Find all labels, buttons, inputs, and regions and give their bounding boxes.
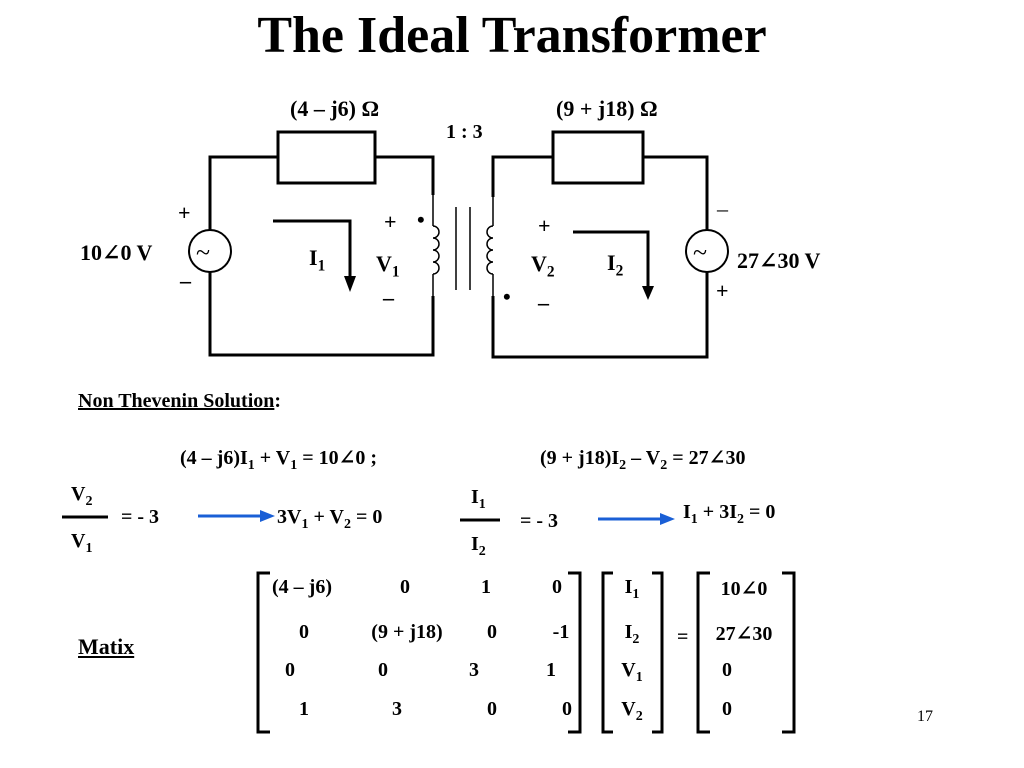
kvl-equation-1: (4 – j6)I1 + V1 = 10∠0 ;	[180, 447, 378, 473]
source-2-label: 27∠30 V	[737, 248, 821, 273]
primary-coil	[432, 195, 440, 296]
matrix-cell-r4-c3: 0	[487, 698, 497, 720]
matrix-cell-r3-c2: 0	[378, 659, 388, 681]
page-number: 17	[917, 708, 933, 725]
rhs-value-4: 0	[722, 698, 732, 720]
unknown-i1: I1	[624, 576, 640, 602]
voltage-1-minus: –	[383, 285, 394, 310]
voltage-2-label: V2	[531, 251, 555, 281]
matrix-cell-r1-c1: (4 – j6)	[272, 576, 332, 598]
rhs-value-1: 10∠0	[720, 578, 768, 600]
voltage-2-plus: +	[538, 213, 551, 238]
voltage-result-equation: 3V1 + V2 = 0	[277, 506, 383, 532]
voltage-ratio-value: = - 3	[121, 506, 160, 528]
blue-arrow-1-head	[260, 510, 275, 522]
source-1-minus: –	[180, 268, 191, 293]
matrix-label: Matix	[78, 634, 135, 659]
impedance-2-box	[551, 130, 645, 185]
rhs-value-3: 0	[722, 659, 732, 681]
source-1-circle	[188, 229, 232, 273]
blue-arrow-2-head	[660, 513, 675, 525]
secondary-dot: •	[503, 284, 511, 309]
current-result-equation: I1 + 3I2 = 0	[683, 501, 776, 527]
kvl-equation-2: (9 + j18)I2 – V2 = 27∠30	[540, 447, 746, 473]
secondary-coil	[486, 197, 494, 296]
source-2-plus: +	[716, 278, 729, 303]
right-loop-wire	[491, 155, 709, 359]
matrix-cell-r4-c2: 3	[392, 698, 402, 720]
source-2-symbol: ~	[693, 238, 708, 267]
source-2-circle	[685, 229, 729, 273]
current-1-arrowhead	[344, 276, 356, 292]
left-loop-wire	[208, 155, 435, 357]
impedance-2-label: (9 + j18) Ω	[556, 96, 658, 121]
fraction-v-numerator: V2	[71, 483, 93, 509]
current-1-arrow-line	[273, 219, 352, 278]
matrix-cell-r3-c1: 0	[285, 659, 295, 681]
unknown-i2: I2	[624, 621, 640, 647]
fraction-i-numerator: I1	[471, 486, 486, 512]
impedance-1-label: (4 – j6) Ω	[290, 96, 380, 121]
matrix-cell-r1-c2: 0	[400, 576, 410, 598]
unknown-v1: V1	[621, 659, 643, 685]
primary-dot: •	[417, 207, 425, 232]
matrix-cell-r3-c3: 3	[469, 659, 479, 681]
source-2-minus: –	[717, 196, 728, 221]
matrix-equals: =	[677, 626, 689, 648]
slide-title: The Ideal Transformer	[257, 7, 767, 64]
current-2-arrowhead	[642, 286, 654, 300]
matrix-cell-r2-c3: 0	[487, 621, 497, 643]
turns-ratio: 1 : 3	[446, 121, 483, 143]
fraction-v-denominator: V1	[71, 530, 93, 556]
impedance-1-box	[276, 130, 377, 185]
current-1-label: I1	[309, 245, 326, 275]
matrix-cell-r2-c2: (9 + j18)	[371, 621, 443, 643]
matrix-cell-r3-c4: 1	[546, 659, 556, 681]
matrix-cell-r1-c4: 0	[552, 576, 562, 598]
current-2-arrow-line	[573, 230, 650, 288]
rhs-value-2: 27∠30	[715, 623, 773, 645]
unknown-v2: V2	[621, 698, 643, 724]
voltage-2-minus: –	[538, 290, 549, 315]
voltage-1-label: V1	[376, 251, 400, 281]
matrix-cell-r4-c4: 0	[562, 698, 572, 720]
matrix-cell-r2-c1: 0	[299, 621, 309, 643]
matrix-brackets	[256, 571, 796, 734]
source-1-symbol: ~	[196, 238, 211, 267]
fraction-i-denominator: I2	[471, 533, 486, 559]
solution-heading: Non Thevenin Solution:	[78, 390, 282, 412]
transformer-core	[455, 207, 471, 290]
current-ratio-value: = - 3	[520, 510, 559, 532]
current-2-label: I2	[607, 250, 624, 280]
source-1-plus: +	[178, 200, 191, 225]
voltage-1-plus: +	[384, 209, 397, 234]
matrix-cell-r4-c1: 1	[299, 698, 309, 720]
source-1-label: 10∠0 V	[80, 240, 153, 265]
matrix-cell-r2-c4: -1	[552, 621, 570, 643]
matrix-cell-r1-c3: 1	[481, 576, 491, 598]
